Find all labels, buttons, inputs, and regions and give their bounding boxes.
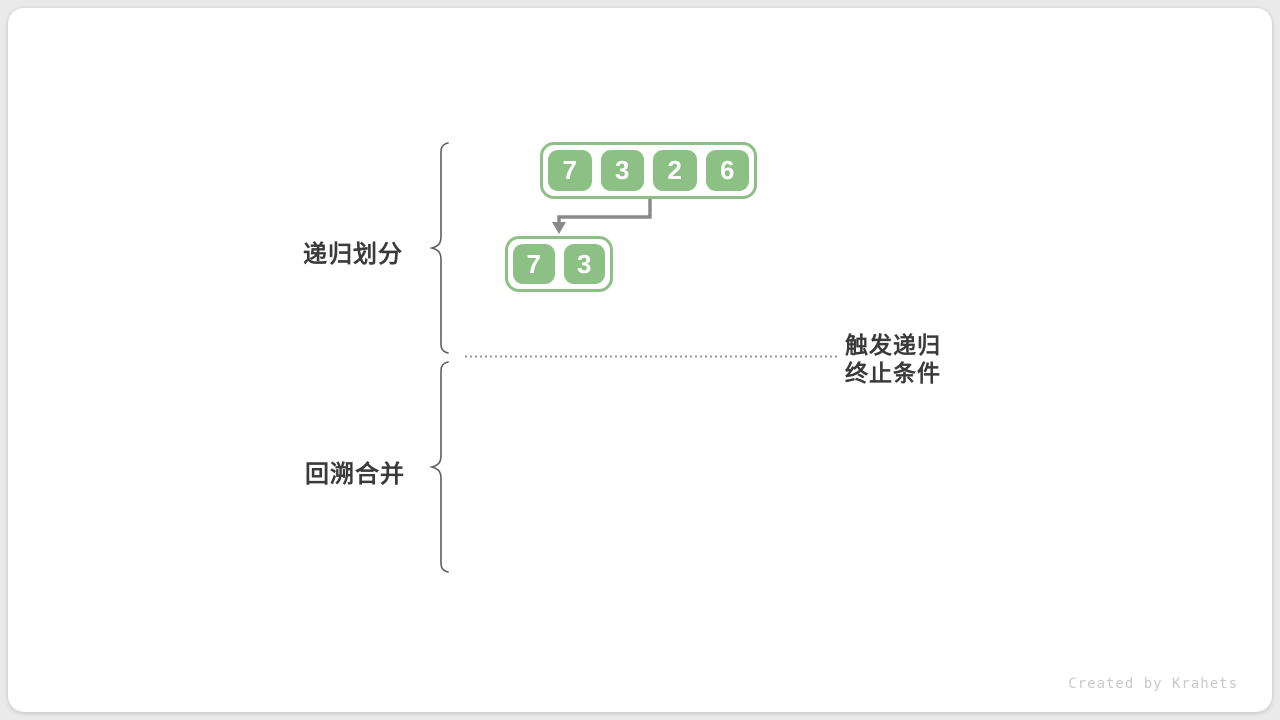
- base-case-annotation: 触发递归 终止条件: [845, 331, 941, 387]
- curly-brace-merge-icon: [429, 361, 449, 573]
- diagram-card: [8, 8, 1272, 712]
- array-cell: 3: [600, 150, 644, 191]
- array-cell: 3: [563, 244, 605, 284]
- curly-brace-divide-icon: [429, 142, 449, 354]
- phase-label-backtrack-merge: 回溯合并: [305, 461, 405, 488]
- array-cell: 7: [548, 150, 592, 191]
- watermark: Created by Krahets: [1068, 676, 1238, 692]
- base-case-divider-line: [465, 355, 837, 358]
- phase-label-recursive-divide: 递归划分: [303, 241, 403, 268]
- array-level2: 7 3: [505, 236, 613, 292]
- array-level1: 7 3 2 6: [540, 142, 757, 199]
- split-arrow-icon: [552, 199, 652, 234]
- array-cell: 7: [513, 244, 555, 284]
- base-case-annotation-line1: 触发递归: [845, 332, 941, 358]
- array-cell: 2: [653, 150, 697, 191]
- base-case-annotation-line2: 终止条件: [845, 360, 941, 386]
- array-cell: 6: [705, 150, 749, 191]
